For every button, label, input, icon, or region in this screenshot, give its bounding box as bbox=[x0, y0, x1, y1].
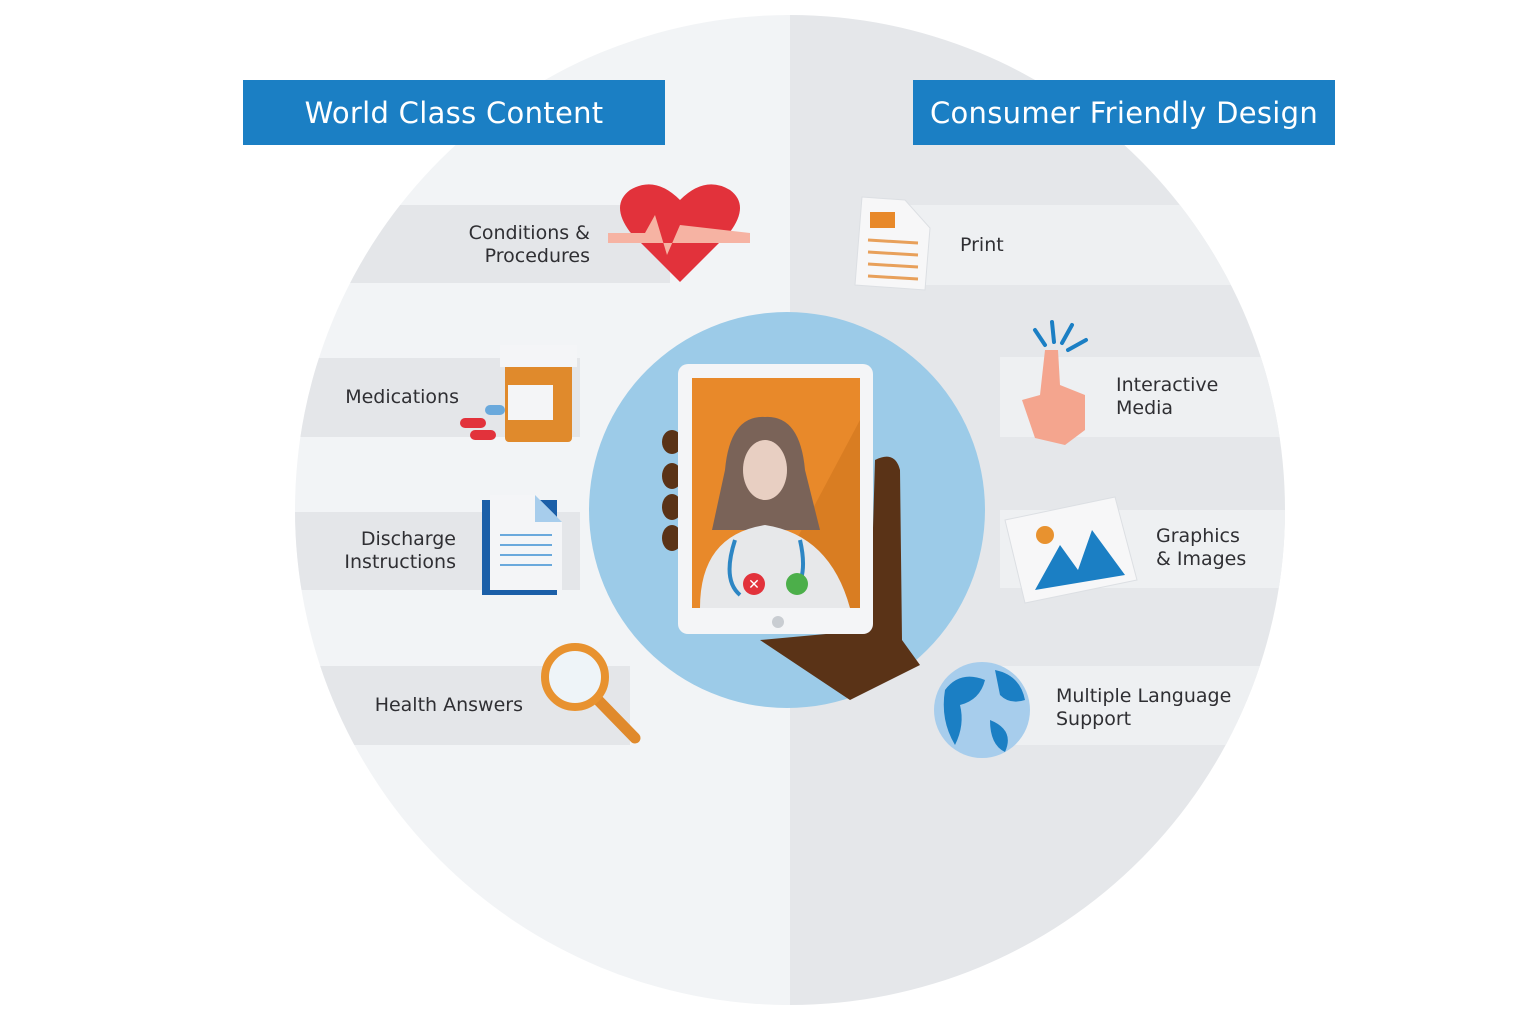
tapping-finger-icon bbox=[1022, 320, 1088, 445]
heart-pulse-icon bbox=[608, 184, 750, 282]
image-icon bbox=[1004, 496, 1138, 604]
globe-icon bbox=[934, 662, 1030, 758]
pill-bottle-icon bbox=[460, 345, 577, 442]
item-multiple-language-support: Multiple Language Support bbox=[1056, 685, 1232, 730]
item-health-answers: Health Answers bbox=[374, 694, 523, 716]
item-interactive-media: Interactive Media bbox=[1116, 374, 1219, 419]
printed-page-icon bbox=[854, 196, 931, 291]
consumer-friendly-design-banner: Consumer Friendly Design bbox=[913, 80, 1335, 145]
decline-call-icon bbox=[743, 573, 765, 595]
tablet-icon: ✕ bbox=[678, 364, 873, 634]
item-discharge-instructions: Discharge Instructions bbox=[344, 528, 456, 573]
item-medications: Medications bbox=[345, 386, 459, 408]
item-graphics-images: Graphics & Images bbox=[1156, 525, 1247, 570]
hand-icon bbox=[662, 430, 920, 700]
magnifier-icon bbox=[541, 643, 641, 744]
svg-text:✕: ✕ bbox=[748, 577, 760, 593]
item-print: Print bbox=[960, 234, 1004, 256]
item-conditions-procedures: Conditions & Procedures bbox=[468, 222, 590, 267]
document-icon bbox=[482, 495, 562, 595]
world-class-content-banner: World Class Content bbox=[243, 80, 665, 145]
accept-call-icon bbox=[786, 573, 808, 595]
